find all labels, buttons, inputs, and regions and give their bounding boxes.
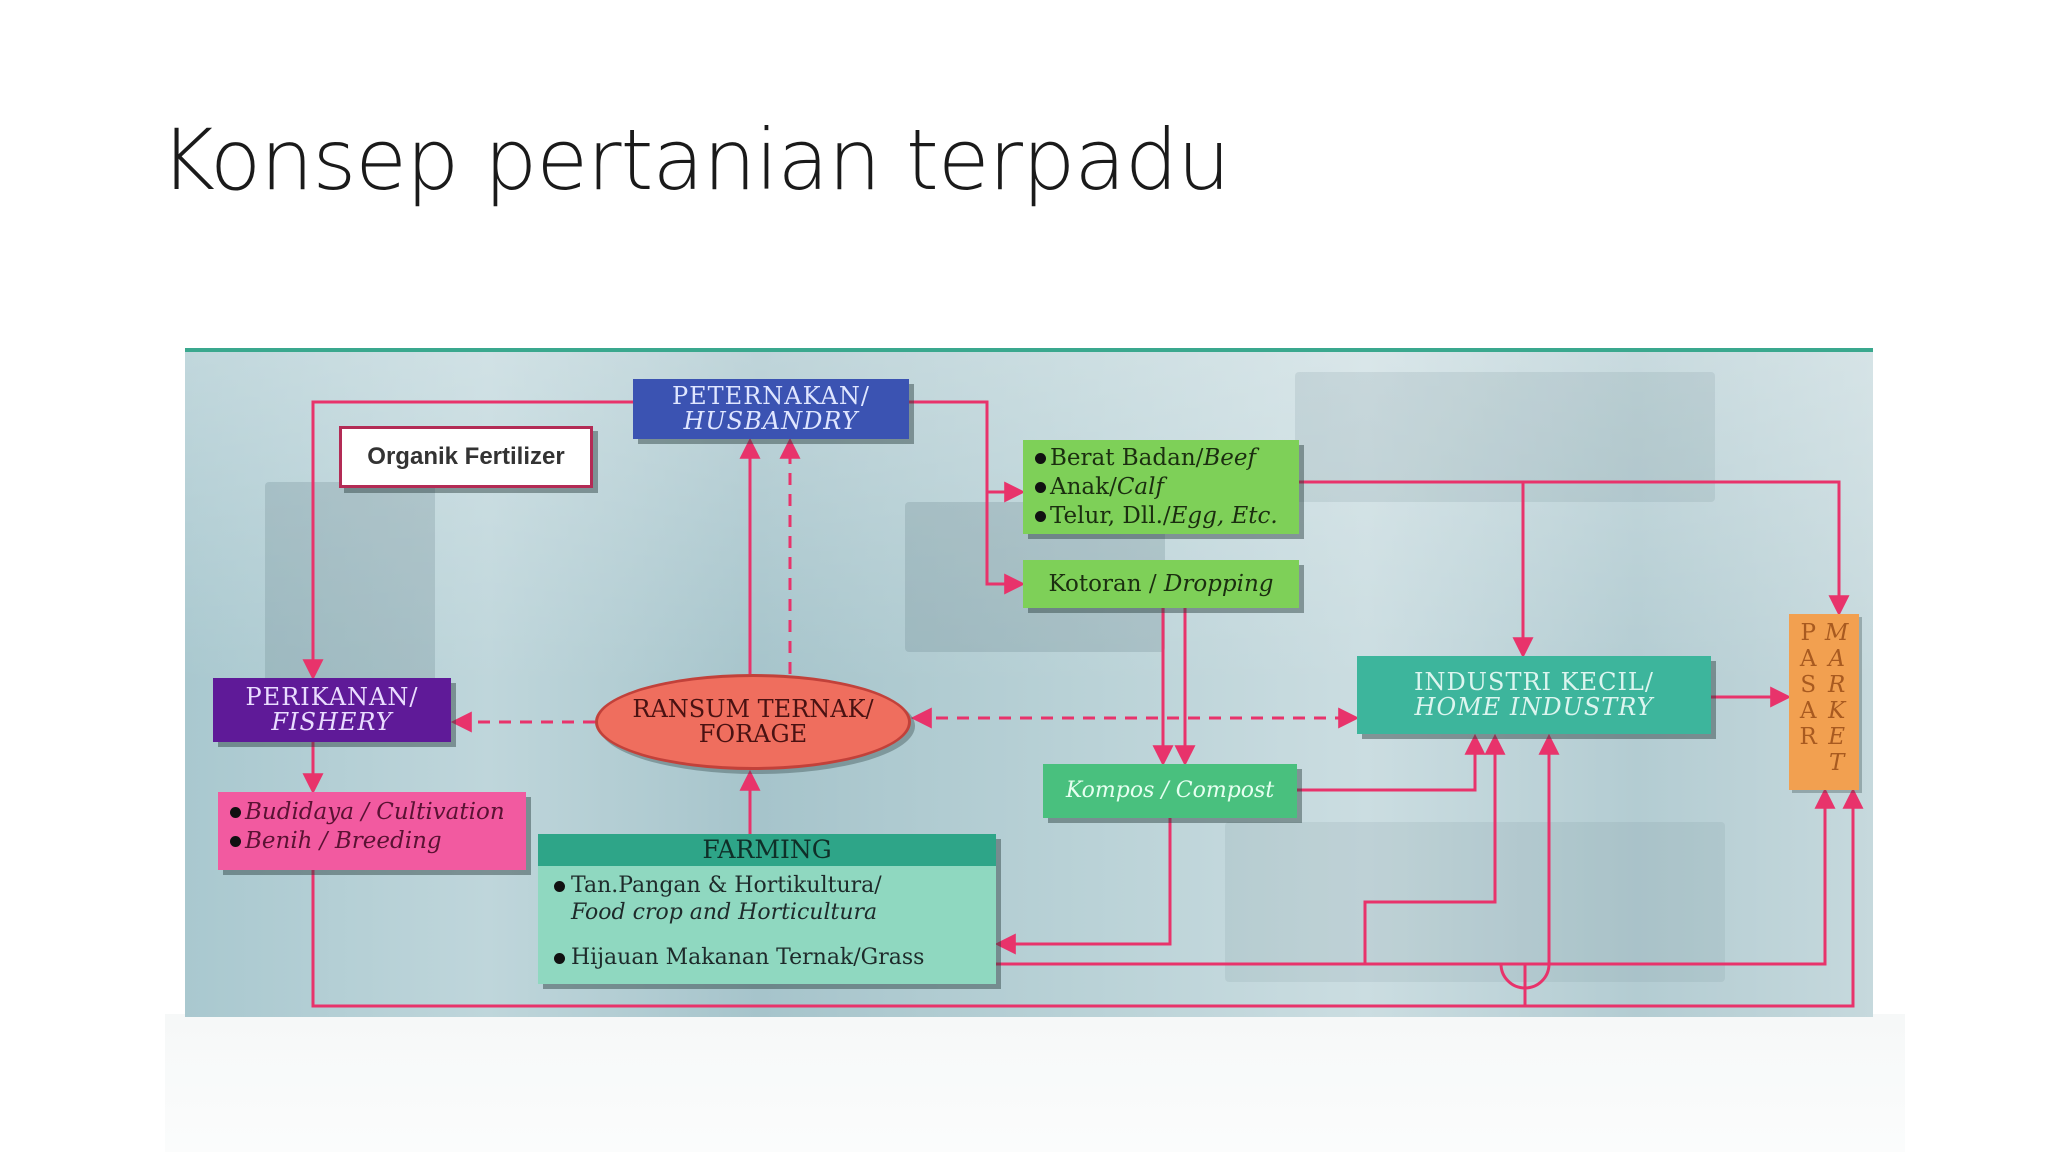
link-husbandry-to-fishery <box>302 400 633 681</box>
bullet-icon <box>1035 453 1046 464</box>
dropping-label: Kotoran / Dropping <box>1048 572 1273 596</box>
bullet-icon <box>230 836 241 847</box>
home-industry-label-id: INDUSTRI KECIL/ <box>1414 667 1654 696</box>
breeding-item: Benih / Breeding <box>230 827 526 856</box>
forage-label-en: FORAGE <box>698 720 808 748</box>
link-husbandry-to-dropping <box>985 492 1026 595</box>
farming-item-food-crop-id: Tan.Pangan & Hortikultura/ <box>571 873 882 898</box>
farming-item-grass-label: Hijauan Makanan Ternak/Grass <box>571 945 925 970</box>
product-egg-id: Telur, Dll./ <box>1050 503 1171 529</box>
product-beef-id: Berat Badan/ <box>1050 445 1204 471</box>
home-industry-label-en: HOME INDUSTRY <box>1414 693 1654 721</box>
product-beef-en: Beef <box>1203 445 1257 471</box>
fishery-label-id: PERIKANAN/ <box>245 682 419 711</box>
market-letter: K <box>1828 698 1846 724</box>
dropping-node: Kotoran / Dropping <box>1023 560 1299 608</box>
integrated-farming-diagram: PETERNAKAN/ HUSBANDRY Organik Fertilizer… <box>185 348 1873 1017</box>
link-compost-to-home-industry <box>1297 733 1486 792</box>
compost-label: Kompos / Compost <box>1065 778 1275 804</box>
link-cultivation-to-market <box>311 787 1864 1008</box>
organic-fertilizer-node: Organik Fertilizer <box>339 426 593 488</box>
market-letter: M <box>1824 620 1849 646</box>
dropping-label-separator: / <box>1141 570 1164 597</box>
forage-label-id: RANSUM TERNAK/ <box>632 694 874 723</box>
bullet-icon <box>230 807 241 818</box>
dropping-label-id: Kotoran <box>1048 570 1142 597</box>
slide-title: Konsep pertanian terpadu <box>160 111 1230 209</box>
product-item-calf: Anak/Calf <box>1035 473 1299 502</box>
market-letter: E <box>1828 724 1846 750</box>
product-calf-en: Calf <box>1116 474 1165 500</box>
market-letter: R <box>1799 724 1817 750</box>
background-photo-figure <box>265 482 435 702</box>
market-letter: P <box>1800 620 1816 646</box>
bullet-icon <box>554 953 565 964</box>
livestock-products-node: Berat Badan/Beef Anak/Calf Telur, Dll./E… <box>1023 440 1299 534</box>
lower-fade-strip <box>165 1014 1905 1152</box>
bullet-icon <box>1035 511 1046 522</box>
market-letter: A <box>1799 646 1817 672</box>
link-products-to-market <box>1299 480 1850 617</box>
bullet-icon <box>1035 482 1046 493</box>
background-photo-roof <box>1295 372 1715 502</box>
farming-item-food-crop: Tan.Pangan & Hortikultura/ Food crop and… <box>538 872 996 926</box>
product-calf-id: Anak/ <box>1050 474 1117 500</box>
fishery-label-en: FISHERY <box>271 708 393 736</box>
product-item-beef: Berat Badan/Beef <box>1035 444 1299 473</box>
market-label-en: M A R K E T <box>1825 620 1849 790</box>
cultivation-node: Budidaya / Cultivation Benih / Breeding <box>218 792 526 870</box>
fishery-node: PERIKANAN/ FISHERY <box>213 678 451 742</box>
cultivation-item-label: Budidaya / Cultivation <box>245 799 505 825</box>
link-compost-to-farming <box>994 818 1172 955</box>
breeding-item-label: Benih / Breeding <box>245 828 442 854</box>
link-farming-to-home-industry <box>1363 733 1506 964</box>
farming-title: FARMING <box>538 834 996 866</box>
market-letter: T <box>1828 750 1845 776</box>
bullet-icon <box>554 881 565 892</box>
dropping-label-en: Dropping <box>1163 570 1274 597</box>
link-husbandry-to-products <box>909 400 1026 503</box>
market-letter: A <box>1828 646 1845 672</box>
product-egg-en: Egg, Etc. <box>1170 503 1278 529</box>
link-farming-to-market <box>996 787 1836 966</box>
home-industry-node: INDUSTRI KECIL/ HOME INDUSTRY <box>1357 656 1711 734</box>
farming-item-food-crop-en: Food crop and Horticultura <box>571 900 878 925</box>
product-item-egg: Telur, Dll./Egg, Etc. <box>1035 502 1299 531</box>
cultivation-item: Budidaya / Cultivation <box>230 798 526 827</box>
farming-node: FARMING Tan.Pangan & Hortikultura/ Food … <box>538 834 996 984</box>
market-letter: A <box>1799 698 1817 724</box>
compost-node: Kompos / Compost <box>1043 764 1297 818</box>
link-bottom-loop-arc <box>1499 733 1560 990</box>
husbandry-label-id: PETERNAKAN/ <box>672 381 870 410</box>
husbandry-label-en: HUSBANDRY <box>683 407 859 435</box>
connector-lines <box>302 400 1864 1008</box>
husbandry-node: PETERNAKAN/ HUSBANDRY <box>633 379 909 439</box>
market-node: P A S A R M A R K E T <box>1789 614 1859 790</box>
market-label-id: P A S A R <box>1800 620 1817 790</box>
forage-node: RANSUM TERNAK/ FORAGE <box>595 674 911 770</box>
market-letter: R <box>1827 672 1846 698</box>
market-letter: S <box>1800 672 1817 698</box>
farming-item-grass: Hijauan Makanan Ternak/Grass <box>538 944 996 971</box>
fertilizer-label: Organik Fertilizer <box>367 443 565 471</box>
